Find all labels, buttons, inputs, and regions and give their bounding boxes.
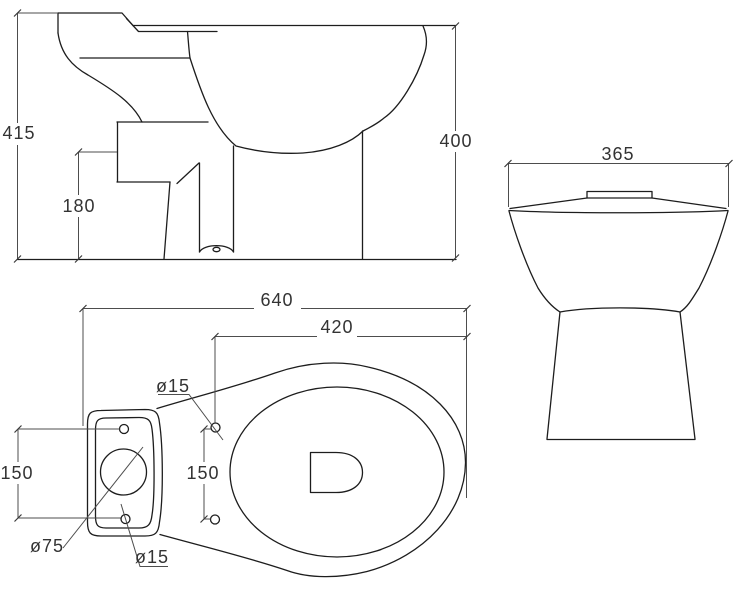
tank-fixing-hole-top <box>118 423 130 435</box>
leader-fixing-hole-diameter <box>120 503 168 567</box>
top-view: 640 420 150 150 ø15 ø75 ø15 <box>0 290 471 578</box>
tank-rear-edge <box>186 30 191 59</box>
leader-seat-hole-diameter <box>158 394 224 441</box>
trap-arch <box>198 244 235 253</box>
front-view: 365 <box>504 144 733 441</box>
bowl-right-curve <box>679 210 729 313</box>
pedestal-front-edge <box>163 181 171 260</box>
dim-overall-height: 415 <box>2 123 35 143</box>
dim-fixing-hole-diameter: ø15 <box>135 547 169 567</box>
dim-bowl-projection: 420 <box>320 317 353 337</box>
pedestal-right-edge <box>679 311 696 440</box>
dim-outlet-height: 180 <box>62 196 95 216</box>
lid-knob <box>586 190 653 199</box>
dim-tick <box>504 159 733 168</box>
bowl-water-outline <box>309 451 364 494</box>
lid-inner-line <box>125 17 218 33</box>
bowl-underside-curve <box>189 57 364 154</box>
dim-seat-hole-spacing: 150 <box>186 463 219 483</box>
side-view: 415 180 400 <box>2 9 472 263</box>
lid-top-right-slope <box>651 197 727 210</box>
tank-front-curve <box>57 32 143 123</box>
lid-top-left-slope <box>509 197 588 210</box>
tank-top-edge <box>57 12 134 27</box>
dim-tank-width: 365 <box>601 144 634 164</box>
flush-inlet-hole <box>99 448 148 496</box>
dim-fixing-hole-spacing: 150 <box>0 463 33 483</box>
waist-arc <box>559 307 681 313</box>
bowl-right-curve <box>362 25 428 132</box>
rim-inner-ellipse <box>229 386 445 558</box>
body-outline <box>156 362 467 578</box>
tank-fixing-hole-bottom <box>120 513 131 525</box>
leader-flush-hole-diameter <box>62 446 144 549</box>
dim-flush-hole-diameter: ø75 <box>30 536 64 556</box>
dim-overall-length: 640 <box>260 290 293 310</box>
dim-seat-hole-diameter: ø15 <box>156 376 190 396</box>
dim-tick <box>13 9 460 263</box>
bowl-left-curve <box>508 210 561 313</box>
dim-tick <box>14 304 471 523</box>
dim-rim-height: 400 <box>439 131 472 151</box>
tank-inner-outline <box>94 416 155 529</box>
trap-inner-diagonal <box>176 162 200 185</box>
pedestal-left-edge <box>546 311 561 440</box>
tank-outer-outline <box>86 408 163 537</box>
seat-lower-edge <box>508 209 729 214</box>
trap-outlet-detail <box>212 246 221 253</box>
seat-hole-bottom <box>209 514 221 525</box>
